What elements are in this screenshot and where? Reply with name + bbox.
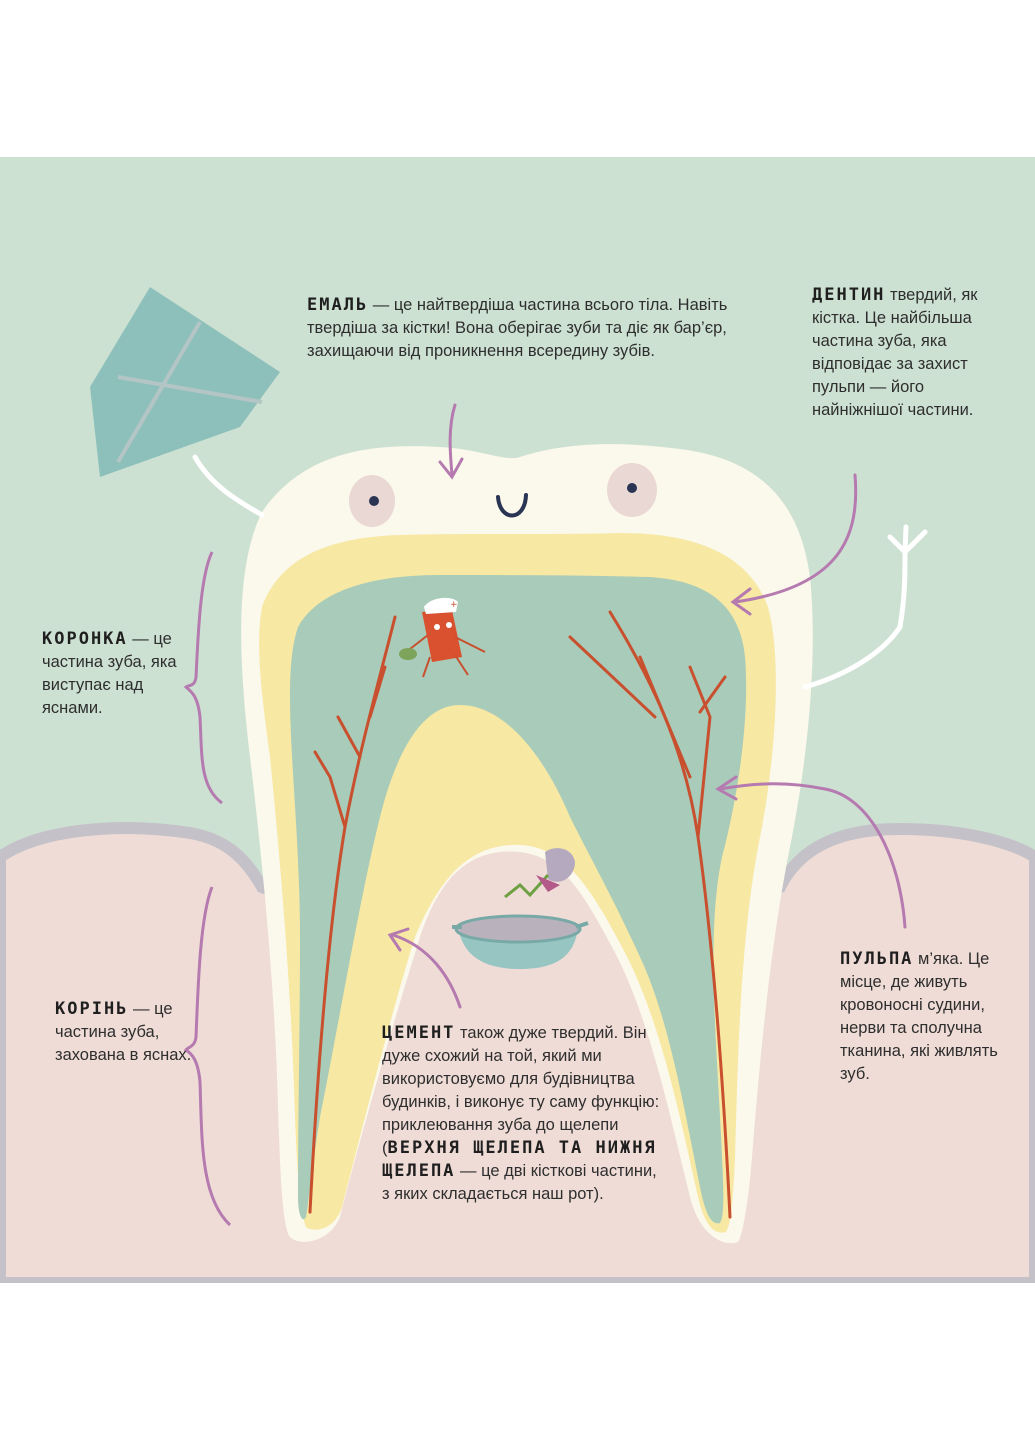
enamel-term: ЕМАЛЬ [307, 295, 369, 315]
root-bracket [183, 886, 232, 1227]
dentin-description: ДЕНТИН твердий, як кістка. Це найбільша … [812, 284, 990, 422]
pulp-description: ПУЛЬПА м’яка. Це місце, де живуть кровон… [840, 948, 1010, 1086]
arrows [387, 403, 907, 1009]
jaw-term: ВЕРХНЯ ЩЕЛЕПА ТА НИЖНЯ ЩЕЛЕПА [382, 1138, 657, 1181]
root-text: — це частина зуба, захована в яснах. [55, 1000, 192, 1064]
tooth-diagram: + [0, 157, 1035, 1283]
crown-bracket [183, 551, 223, 805]
tooth-arm-right [802, 524, 928, 690]
root-term: КОРІНЬ [55, 999, 129, 1019]
cement-text-after: — це дві кісткові частини, з яких склада… [382, 1162, 657, 1203]
dentin-term: ДЕНТИН [812, 285, 886, 305]
tooth-face-smile [496, 493, 528, 518]
arrow-cement [387, 927, 462, 1009]
nerve-left-branches [313, 665, 387, 829]
arrow-pulp [715, 775, 907, 929]
crown-text: — це частина зуба, яка виступає над ясна… [42, 630, 177, 717]
cement-term: ЦЕМЕНТ [382, 1023, 456, 1043]
enamel-description: ЕМАЛЬ — це найтвердіша частина всього ті… [307, 294, 777, 363]
tooth-illustration: + [0, 157, 1035, 1283]
nerve-left [308, 615, 397, 1214]
pulp-layer [290, 575, 747, 1224]
nerves [308, 610, 732, 1219]
doctor-character: + [399, 597, 486, 678]
pulp-term: ПУЛЬПА [840, 949, 914, 969]
root-description: КОРІНЬ — це частина зуба, захована в ясн… [55, 998, 195, 1067]
shield-icon [90, 287, 280, 477]
arrow-dentin [730, 473, 858, 616]
tooth-arm-left [192, 454, 265, 518]
cement-text-before: також дуже твердий. Він дуже схожий на т… [382, 1024, 660, 1157]
cement-description: ЦЕМЕНТ також дуже твердий. Він дуже схож… [382, 1022, 660, 1206]
pulp-text: м’яка. Це місце, де живуть кровоносні су… [840, 950, 998, 1083]
enamel-text: — це найтвердіша частина всього тіла. На… [307, 296, 728, 360]
dentin-text: твердий, як кістка. Це найбільша частина… [812, 286, 978, 419]
bowl-icon [452, 914, 589, 969]
crown-description: КОРОНКА — це частина зуба, яка виступає … [42, 628, 192, 720]
svg-text:+: + [450, 600, 458, 610]
crown-term: КОРОНКА [42, 629, 128, 649]
trowel-icon [504, 848, 575, 899]
nerve-right-branches [568, 635, 727, 839]
arrow-enamel [438, 403, 464, 480]
